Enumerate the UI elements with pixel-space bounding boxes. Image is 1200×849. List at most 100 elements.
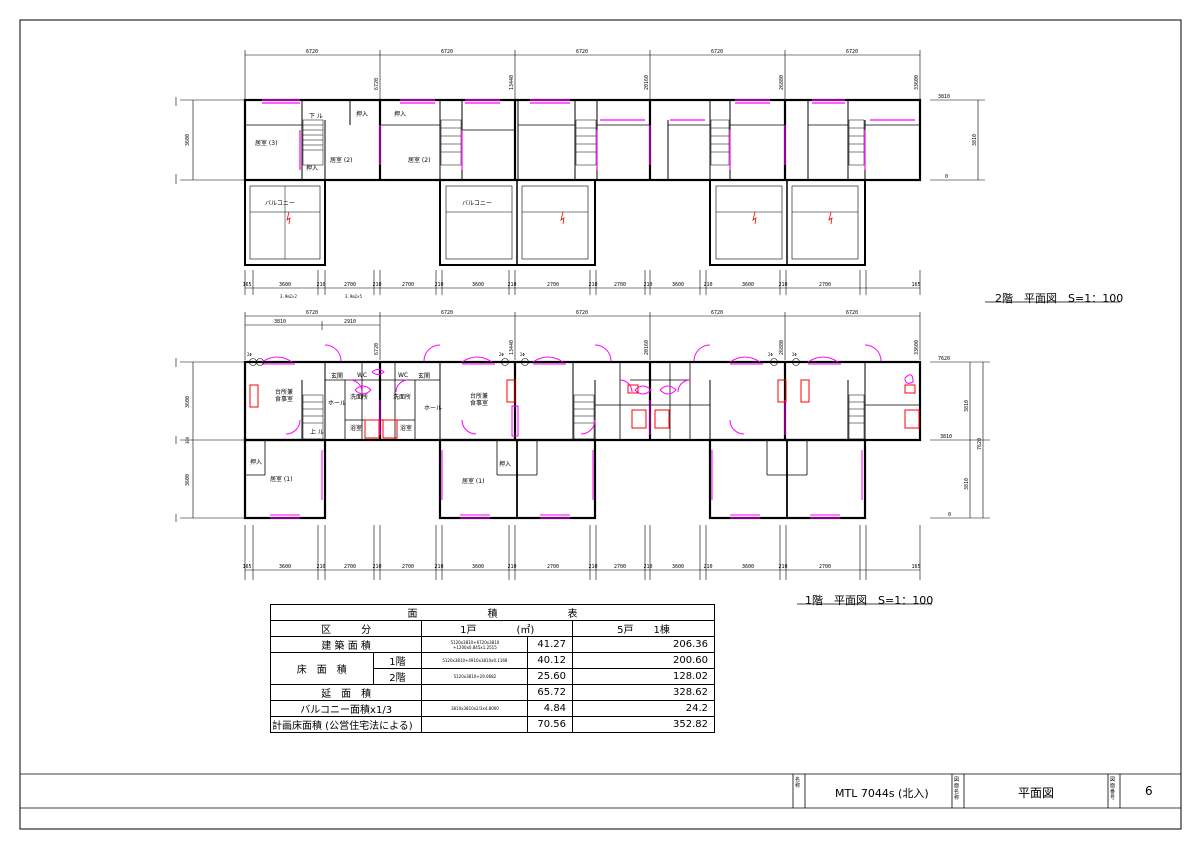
dim-label: 3810 [274, 319, 286, 325]
dim-label: 210 [588, 564, 597, 570]
cum-dim: 33600 [914, 75, 920, 90]
dim-label: 2700 [344, 564, 356, 570]
cum-dim: 26880 [779, 340, 785, 355]
area-table-title: 面 積 表 [270, 604, 715, 621]
table-row: 延 面 積 65.72 328.62 [269, 684, 715, 701]
room-label: ホール [424, 405, 442, 412]
dim-label: 2700 [547, 282, 559, 288]
dim-label: 165 [911, 564, 920, 570]
dim-label: 3600 [742, 282, 754, 288]
row-label: 建 築 面 積 [269, 636, 423, 653]
row-note: 3810x3810x2/3x4.8000 [421, 700, 529, 717]
dim-label: 165 [242, 282, 251, 288]
meter-tag: 2Φ [520, 352, 525, 357]
side-dim: 300 [185, 436, 190, 444]
title-block-label-name: 名称 [795, 777, 801, 789]
row-unit-value: 4.84 [527, 700, 574, 717]
floor2-walls [243, 98, 922, 182]
table-row: 床 面 積 1階 5120x3810+4910x3810x0.1168 40.1… [270, 652, 715, 685]
floor1-top-dim-labels: 6720 6720 6720 6720 6720 3810 2910 [274, 310, 858, 325]
dim-label: 210 [507, 564, 516, 570]
dim-label: 210 [316, 564, 325, 570]
room-label: 台所兼食事室 [275, 388, 293, 403]
row-note [421, 716, 529, 733]
floor2-bottom-dimensions [244, 270, 921, 295]
dim-label: 210 [778, 282, 787, 288]
side-dim: 3810 [964, 478, 970, 490]
floor2-left-markers [175, 97, 245, 184]
table-row: バルコニー面積x1/3 3810x3810x2/3x4.8000 4.84 24… [269, 700, 715, 717]
room-label: バルコニー [462, 200, 492, 207]
room-label: 洗面所 [350, 393, 368, 401]
dim-label: 210 [316, 282, 325, 288]
dim-label: 210 [643, 564, 652, 570]
dim-label: 3600 [742, 564, 754, 570]
floor2-bottom-dim-labels: 165 3600 210 2700 210 2700 210 3600 210 … [242, 282, 920, 288]
row-building-value: 128.02 [572, 668, 715, 685]
drawing-number: 6 [1145, 784, 1153, 798]
dim-label: 165 [911, 282, 920, 288]
dim-label: 210 [372, 564, 381, 570]
floor1-fittings [261, 344, 914, 519]
cum-dim: 20160 [644, 340, 650, 355]
row-building-value: 328.62 [572, 684, 715, 701]
side-dim: 3810 [940, 434, 952, 440]
dim-label: 6720 [846, 49, 858, 55]
drawing-name: 平面図 [1018, 786, 1055, 800]
floor1-room-labels: 台所兼食事室 台所兼食事室 玄関 玄関 WC WC 洗面所 洗面所 浴室 浴室 … [250, 372, 511, 485]
side-dim: 3810 [938, 94, 950, 100]
side-dim: 3600 [185, 396, 191, 408]
floor1-cumulative-dims: 6720 13440 20160 26880 33600 [374, 340, 920, 355]
row-sublabel: 2階 [372, 668, 423, 685]
room-label: バルコニー [265, 200, 295, 207]
cum-dim: 33600 [914, 340, 920, 355]
row-unit-value: 25.60 [527, 668, 574, 685]
table-row: 建 築 面 積 5120x3810+6720x3810+1200x0.845x1… [269, 636, 715, 653]
side-dim: 7620 [938, 356, 950, 362]
dim-label: 210 [434, 564, 443, 570]
project-name: MTL 7044s (北入) [835, 787, 929, 800]
floor1-bottom-dim-labels: 165 3600 210 2700 210 2700 210 3600 210 … [242, 564, 920, 570]
cum-dim: 20160 [644, 75, 650, 90]
room-label: 押入 [250, 458, 262, 466]
cum-dim: 26880 [779, 75, 785, 90]
dim-label: 210 [507, 282, 516, 288]
row-building-value: 206.36 [572, 636, 715, 653]
row-note [421, 684, 529, 701]
floor2-top-dim-labels: 6720 6720 6720 6720 6720 [306, 49, 858, 55]
area-table: 面 積 表 区 分 1戸 (㎡) 5戸 1棟 建 築 面 積 5120x3810… [269, 604, 715, 733]
room-label: 居室 (2) [330, 156, 352, 164]
floor1-bottom-dimensions [244, 525, 921, 580]
cum-dim: 13440 [509, 75, 515, 90]
dim-label: 210 [703, 282, 712, 288]
room-label: 居室 (1) [462, 477, 484, 485]
floor2-windows [262, 99, 915, 170]
side-dim: 3810 [964, 400, 970, 412]
table-row: 計画床面積 (公営住宅法による) 70.56 352.82 [269, 716, 715, 733]
row-unit-value: 70.56 [527, 716, 574, 733]
row-label: 延 面 積 [269, 684, 423, 701]
cum-dim: 13440 [509, 340, 515, 355]
room-label: 浴室 [350, 424, 362, 432]
header-unit: 1戸 (㎡) [421, 620, 574, 637]
dim-label: 6720 [441, 49, 453, 55]
header-kubun: 区 分 [269, 620, 423, 637]
bottom-note: 3.9m2×5 [345, 294, 362, 299]
room-label: 上 ル [310, 428, 324, 436]
room-label: 押入 [499, 460, 511, 468]
dim-label: 3600 [672, 282, 684, 288]
meter-tag: 2Φ [792, 352, 797, 357]
floor1-walls [243, 360, 922, 520]
floor1-plan-title: 1階 平面図 S=1：100 [805, 594, 934, 607]
row-note: 5120x3810+29.0682 [421, 668, 529, 685]
floor1-right-dims [930, 361, 990, 519]
dim-label: 210 [778, 564, 787, 570]
floor2-room-labels: 居室 (3) 居室 (2) 居室 (2) 押入 押入 押入 下 ル バルコニー … [255, 110, 492, 207]
dim-label: 2700 [402, 282, 414, 288]
floor2-balcony-arrows [286, 211, 833, 225]
cum-dim: 6720 [374, 78, 380, 90]
floor2-right-dims [930, 99, 985, 181]
row-building-value: 200.60 [572, 652, 715, 669]
room-label: 押入 [356, 110, 368, 118]
